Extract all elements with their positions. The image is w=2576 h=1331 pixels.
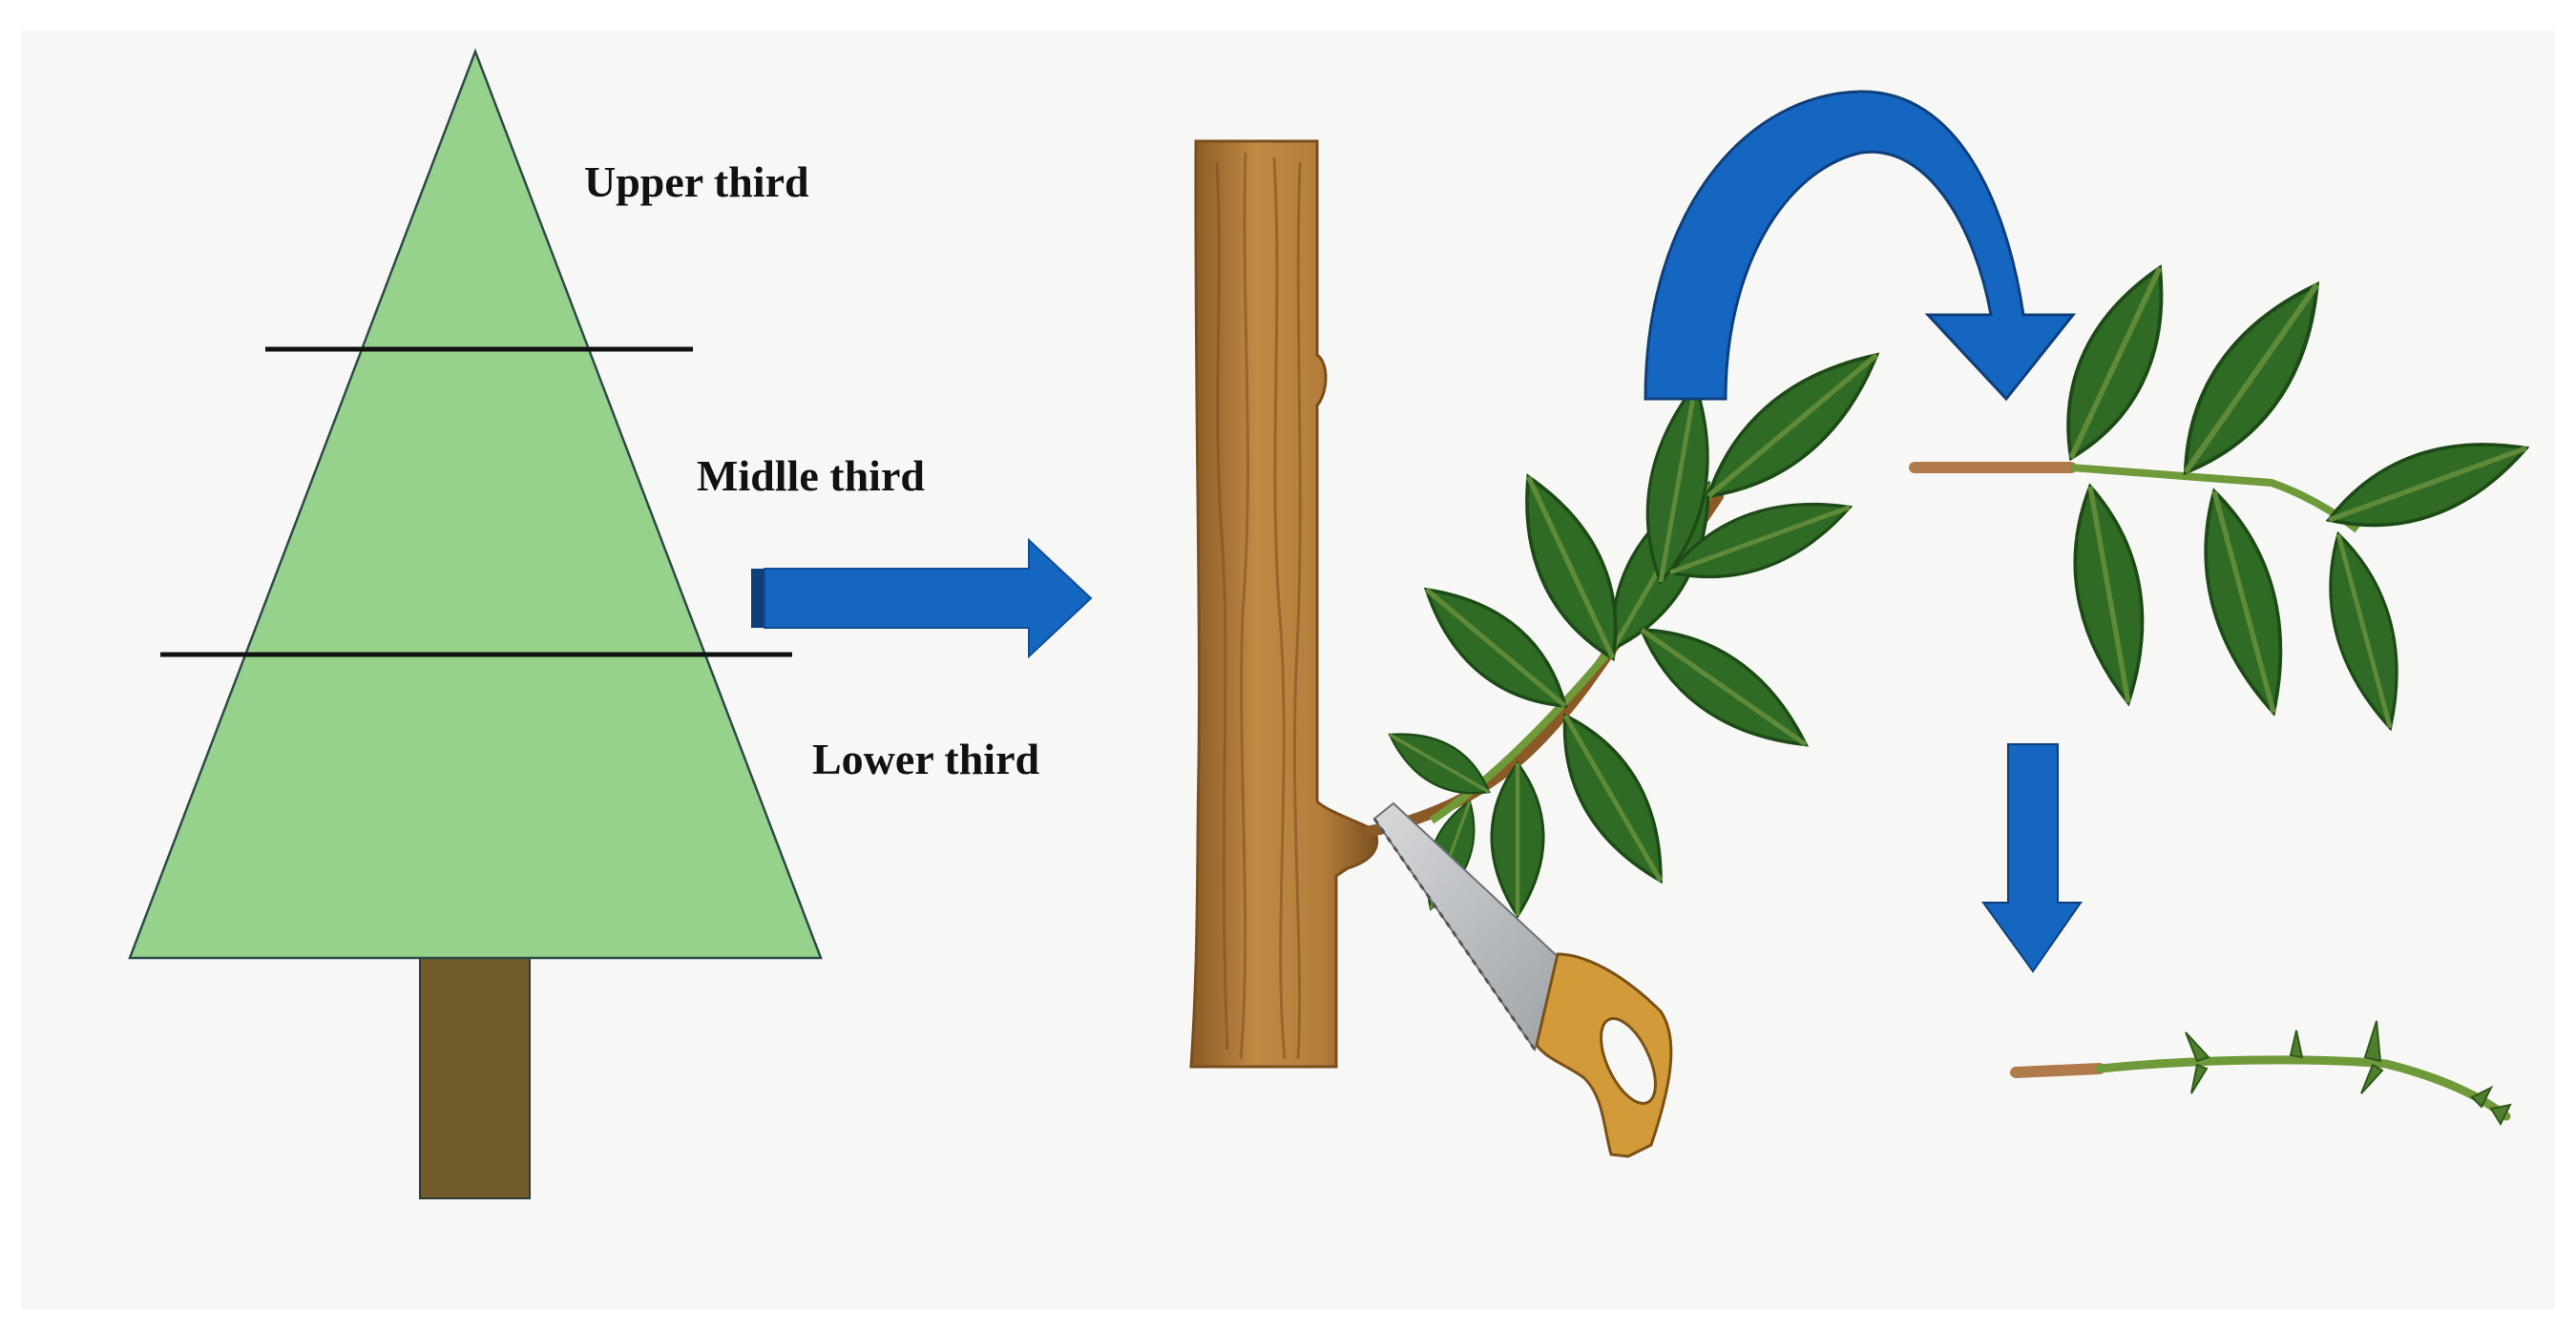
down-arrow-icon [1981, 743, 2083, 973]
middle-third-label: Midlle third [697, 451, 925, 500]
leafy-branch-icon [1377, 331, 1896, 916]
lower-third-label: Lower third [812, 735, 1040, 783]
tree-trunk [419, 957, 531, 1199]
curved-arrow-icon [1644, 90, 2077, 402]
tree-diagram [128, 48, 823, 1199]
trunk-section [1189, 139, 1379, 1069]
right-arrow-icon [751, 537, 1093, 659]
stem-cutting-icon [2010, 1020, 2512, 1127]
leaf-cutting-icon [1909, 254, 2537, 735]
tree-crown [128, 48, 823, 960]
upper-third-label: Upper third [584, 157, 809, 206]
saw-icon [1372, 801, 1673, 1158]
